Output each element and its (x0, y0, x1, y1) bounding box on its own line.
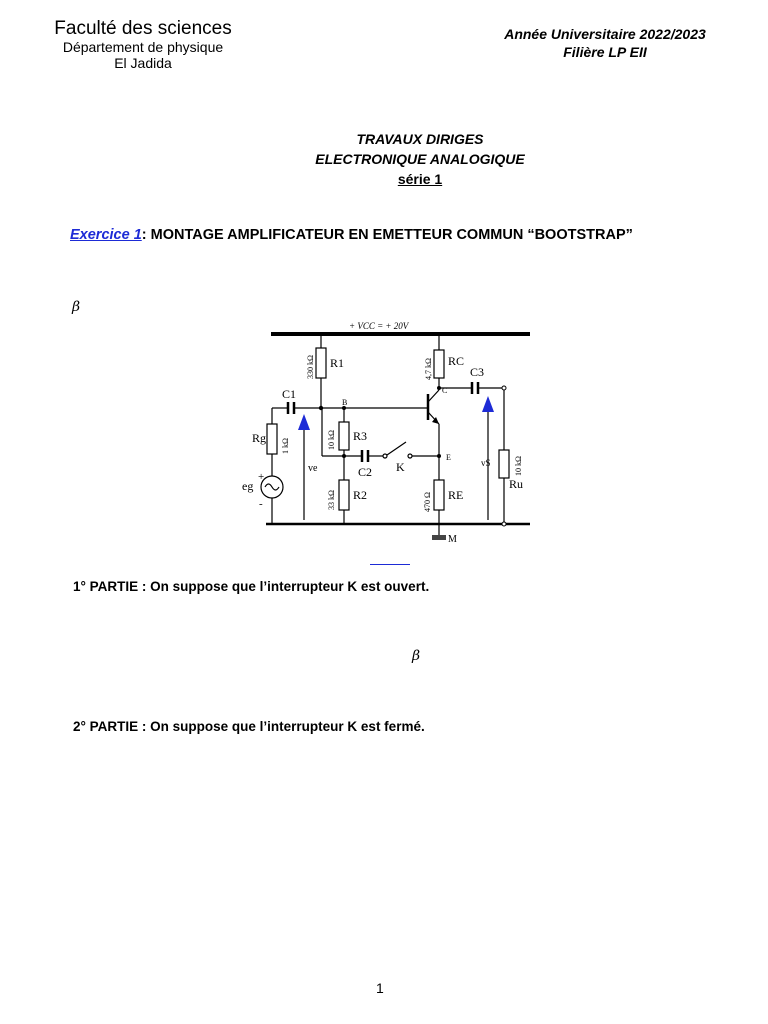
switch-k-label: K (396, 460, 405, 474)
link-underline (370, 564, 410, 565)
title-line-2: ELECTRONIQUE ANALOGIQUE (315, 151, 525, 167)
part-1-heading: 1° PARTIE : On suppose que l’interrupteu… (73, 579, 430, 594)
r2-value: 33 kΩ (327, 490, 336, 510)
ru-label: Ru (509, 477, 523, 491)
exercise-separator: : (141, 227, 151, 243)
re-value: 470 Ω (423, 492, 432, 512)
vs-label: vS (481, 458, 491, 468)
exercise-heading: Exercice 1: MONTAGE AMPLIFICATEUR EN EME… (70, 227, 633, 243)
beta-symbol: β (72, 299, 81, 315)
beta-symbol-2: β (412, 648, 421, 664)
r1-value: 330 kΩ (306, 355, 315, 379)
page-number: 1 (376, 980, 384, 996)
node-e-label: E (446, 453, 451, 462)
filiere: Filière LP EII (563, 44, 647, 60)
rg-label: Rg (252, 431, 266, 445)
department-name: Département de physique (62, 39, 224, 55)
exercise-label: Exercice 1 (70, 227, 142, 243)
rg-value: 1 kΩ (281, 438, 290, 454)
institution-header: Faculté des sciences Département de phys… (18, 18, 268, 71)
r3-label: R3 (353, 429, 367, 443)
rc-value: 4,7 kΩ (424, 358, 433, 380)
node-b-label: B (342, 398, 347, 407)
source-minus: - (259, 498, 263, 510)
node-c-label: C (442, 386, 447, 395)
c1-label: C1 (282, 387, 296, 401)
city-name: El Jadida (114, 55, 172, 71)
ve-label: ve (308, 463, 318, 474)
source-plus: + (258, 471, 264, 483)
bootstrap-amplifier-circuit: + VCC = + 20V R1 330 kΩ RC 4,7 kΩ C1 C3 … (242, 321, 530, 545)
faculty-name: Faculté des sciences (54, 18, 232, 39)
year-header: Année Universitaire 2022/2023 Filière LP… (455, 25, 755, 61)
exercise-title: MONTAGE AMPLIFICATEUR EN EMETTEUR COMMUN… (150, 227, 633, 243)
ru-value: 10 kΩ (514, 456, 523, 476)
c2-label: C2 (358, 465, 372, 479)
rc-label: RC (448, 354, 464, 368)
academic-year: Année Universitaire 2022/2023 (504, 26, 706, 42)
re-label: RE (448, 488, 463, 502)
ground-m-label: M (448, 534, 457, 545)
vcc-label: + VCC = + 20V (349, 321, 410, 331)
c3-label: C3 (470, 365, 484, 379)
eg-label: eg (242, 479, 253, 493)
title-line-3: série 1 (397, 171, 443, 187)
r2-label: R2 (353, 488, 367, 502)
document-title: TRAVAUX DIRIGES ELECTRONIQUE ANALOGIQUE … (0, 129, 768, 189)
title-line-1: TRAVAUX DIRIGES (356, 131, 484, 147)
r1-label: R1 (330, 356, 344, 370)
r3-value: 10 kΩ (327, 430, 336, 450)
part-2-heading: 2° PARTIE : On suppose que l’interrupteu… (73, 719, 425, 734)
